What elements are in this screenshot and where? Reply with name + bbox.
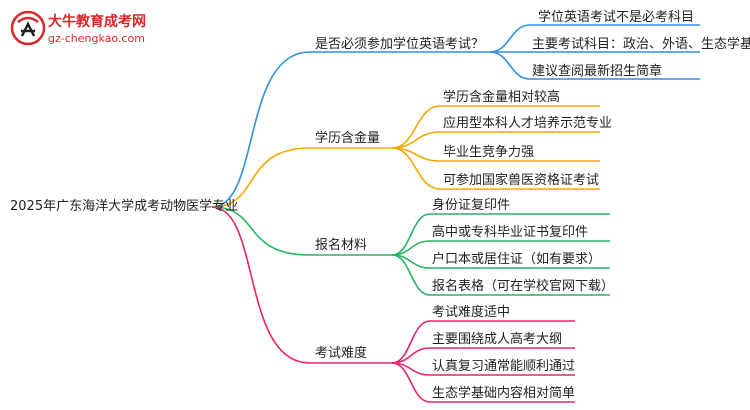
leaf-main-subjects: 主要考试科目：政治、外语、生态学基础 — [532, 37, 750, 52]
leaf-ecology-simple: 生态学基础内容相对简单 — [432, 386, 576, 401]
branch-english-exam: 是否必须参加学位英语考试？ — [315, 37, 485, 52]
leaf-diploma-copy: 高中或专科毕业证书复印件 — [432, 225, 589, 240]
leaf-curve — [391, 131, 441, 149]
branch-curve — [211, 147, 311, 208]
leaf-application-form: 报名表格（可在学校官网下载） — [432, 279, 615, 294]
leaf-curve — [391, 105, 441, 149]
leaf-value-high: 学历含金量相对较高 — [443, 90, 561, 105]
leaf-curve — [489, 51, 531, 80]
leaf-pass-with-review: 认真复习通常能顺利通过 — [432, 359, 576, 374]
leaf-check-brochure: 建议查阅最新招生简章 — [532, 64, 663, 79]
logo-name: 大牛教育成考网 — [48, 14, 146, 30]
branch-curve — [211, 206, 311, 364]
branch-curve — [211, 51, 311, 208]
leaf-household-register: 户口本或居住证（如有要求） — [432, 252, 602, 267]
leaf-curve — [391, 320, 431, 364]
branch-curve — [211, 206, 311, 256]
site-logo[interactable]: 大牛教育成考网 gz-chengkao.com — [6, 8, 156, 52]
leaf-id-copy: 身份证复印件 — [432, 198, 511, 213]
branch-difficulty: 考试难度 — [315, 346, 368, 361]
leaf-competitive: 毕业生竞争力强 — [443, 145, 535, 160]
leaf-vet-certificate: 可参加国家兽医资格证考试 — [443, 173, 600, 188]
leaf-curve — [391, 254, 431, 296]
leaf-curve — [391, 213, 431, 256]
branch-materials: 报名材料 — [315, 238, 368, 253]
leaf-curve — [391, 147, 441, 190]
leaf-moderate: 考试难度适中 — [432, 305, 511, 320]
leaf-english-not-required: 学位英语考试不是必考科目 — [538, 10, 695, 25]
leaf-curve — [489, 24, 531, 53]
bull-logo-icon — [10, 10, 46, 46]
logo-url: gz-chengkao.com — [48, 32, 145, 45]
branch-degree-value: 学历含金量 — [315, 131, 381, 146]
leaf-syllabus: 主要围绕成人高考大纲 — [432, 332, 563, 347]
leaf-curve — [391, 362, 431, 403]
leaf-demo-major: 应用型本科人才培养示范专业 — [443, 116, 613, 131]
root-node: 2025年广东海洋大学成考动物医学专业 — [10, 199, 239, 214]
